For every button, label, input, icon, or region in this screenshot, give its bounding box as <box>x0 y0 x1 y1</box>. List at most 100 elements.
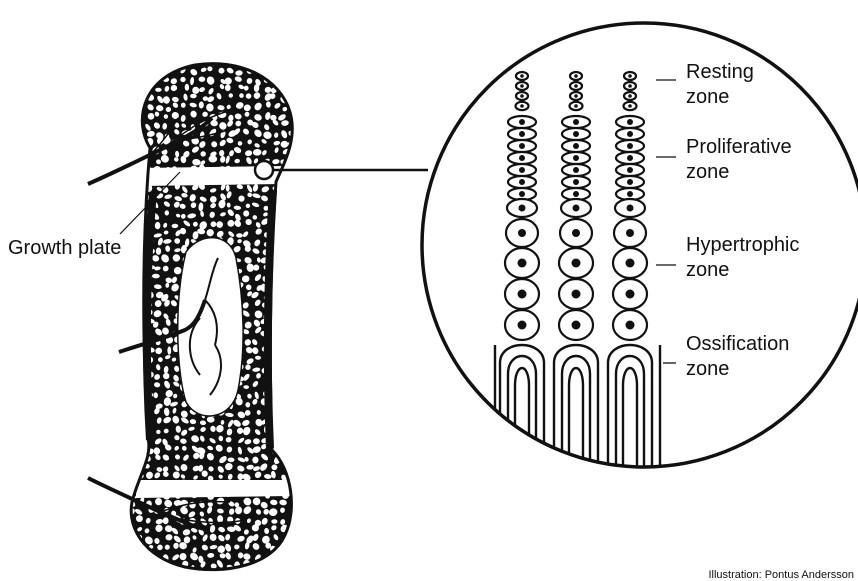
bone-pore <box>289 237 298 244</box>
bone-pore <box>292 68 300 76</box>
bone-pore <box>261 64 270 74</box>
chondrocyte-nucleus <box>627 167 633 173</box>
hypertrophic-zone-label: Hypertrophic zone <box>686 233 799 283</box>
bone-pore <box>282 435 290 442</box>
ossification-arch-middle <box>616 356 644 470</box>
bone-pore <box>129 149 137 155</box>
bone-pore <box>280 293 287 299</box>
bone-pore <box>135 304 142 310</box>
bone-pore <box>134 267 142 275</box>
bone-pore <box>281 391 291 399</box>
bone-pore <box>135 275 141 282</box>
proliferative-zone-label: Proliferative zone <box>686 135 792 185</box>
bone-pore <box>237 58 245 66</box>
bone-pore <box>137 403 144 409</box>
bone-pore <box>127 137 135 145</box>
bone-pore <box>271 561 278 568</box>
bone-pore <box>119 299 128 309</box>
bone-pore <box>115 537 124 546</box>
chondrocyte-nucleus <box>519 119 525 125</box>
bone-pore <box>288 213 294 220</box>
chondrocyte-nucleus <box>573 167 579 173</box>
bone-pore <box>125 91 134 100</box>
bone-pore <box>118 160 125 167</box>
bone-pore <box>141 66 151 76</box>
bone-pore <box>288 392 294 398</box>
bone-pore <box>273 265 278 273</box>
bone-pore <box>281 312 290 319</box>
bone-pore <box>119 59 124 65</box>
bone-pore <box>118 183 125 190</box>
bone-pore <box>290 76 299 83</box>
bone-pore <box>272 371 282 382</box>
hypertrophic-zone-label-line2: zone <box>686 258 799 283</box>
bone-pore <box>275 429 279 435</box>
chondrocyte-nucleus <box>572 229 580 237</box>
bone-pore <box>280 545 288 553</box>
bone-pore <box>282 321 290 328</box>
bone-pore <box>280 427 286 433</box>
magnified-region-marker <box>255 161 273 179</box>
bone-pore <box>277 58 285 65</box>
bone-pore <box>286 429 296 438</box>
chondrocyte-nucleus <box>627 131 633 137</box>
chondrocyte-nucleus <box>627 155 633 161</box>
chondrocyte-columns <box>495 72 660 470</box>
bone-pore <box>281 562 289 569</box>
bone-pore <box>280 256 290 266</box>
bone-pore <box>125 212 133 218</box>
bone-pore <box>128 535 138 545</box>
bone-pore <box>129 308 137 315</box>
chondrocyte-nucleus <box>573 143 579 149</box>
bone-pore <box>121 141 128 148</box>
bone-pore <box>291 529 299 536</box>
bone-pore <box>287 227 296 236</box>
bone-pore <box>137 435 144 441</box>
bone-pore <box>118 517 128 526</box>
ossification-arch-inner <box>515 368 529 470</box>
growth-plate-label: Growth plate <box>8 236 121 261</box>
growth-plate-band-lower <box>136 480 290 498</box>
bone-pore <box>281 452 290 461</box>
bone-pore <box>118 365 124 371</box>
bone-pore <box>280 248 288 256</box>
bone-pore <box>274 301 280 306</box>
bone-pore <box>130 267 136 272</box>
bone-pore <box>120 132 127 139</box>
hypertrophic-zone-label-line1: Hypertrophic <box>686 233 799 258</box>
bone-pore <box>289 155 296 162</box>
bone-pore <box>245 56 253 64</box>
bone-pore <box>288 86 296 94</box>
ossification-arch-outer <box>500 345 544 470</box>
bone-pore <box>282 374 289 381</box>
bone-pore <box>138 551 147 560</box>
bone-pore <box>289 311 296 317</box>
chondrocyte-nucleus <box>518 290 527 299</box>
bone-pore <box>125 192 132 199</box>
bone-pore <box>117 455 127 465</box>
bone-pore <box>135 282 142 291</box>
bone-pore <box>279 229 289 239</box>
bone-pore <box>117 463 124 471</box>
ossification-zone-label-line1: Ossification <box>686 332 789 357</box>
bone-pore <box>289 356 297 363</box>
bone-pore <box>286 563 295 573</box>
chondrocyte-nucleus <box>627 143 633 149</box>
bone-pore <box>255 59 264 69</box>
bone-pore <box>128 374 136 383</box>
bone-pore <box>128 117 139 128</box>
chondrocyte-nucleus <box>519 143 525 149</box>
bone-pore <box>127 392 137 401</box>
bone-pore <box>136 119 140 127</box>
chondrocyte-nucleus <box>519 205 526 212</box>
bone-pore <box>134 310 141 317</box>
bone-pore <box>209 156 218 163</box>
bone-pore <box>165 210 169 215</box>
bone-pore <box>121 192 129 199</box>
bone-pore <box>292 456 299 463</box>
bone-pore <box>290 177 296 185</box>
bone-pore <box>245 364 250 370</box>
bone-pore <box>136 419 143 426</box>
bone-pore <box>279 385 288 392</box>
bone-pore <box>138 455 145 464</box>
